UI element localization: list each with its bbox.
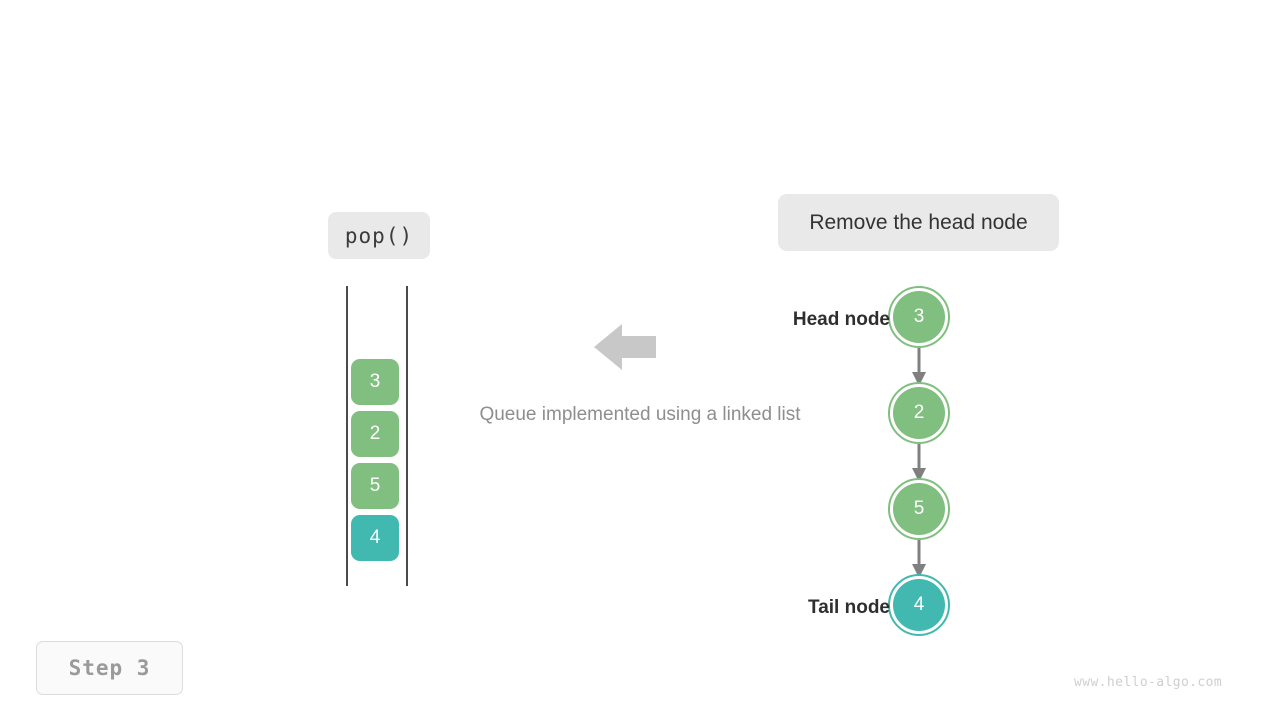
operation-badge: pop() bbox=[328, 212, 430, 259]
list-node-value: 2 bbox=[913, 402, 925, 423]
queue-cell-value: 5 bbox=[369, 475, 381, 496]
queue-cell-value: 2 bbox=[369, 423, 381, 444]
queue-cell: 3 bbox=[351, 359, 399, 405]
queue-rail-left bbox=[346, 286, 348, 586]
watermark: www.hello-algo.com bbox=[1074, 675, 1223, 690]
queue-cell: 4 bbox=[351, 515, 399, 561]
action-caption: Remove the head node bbox=[778, 194, 1059, 251]
queue-cell: 2 bbox=[351, 411, 399, 457]
step-badge: Step 3 bbox=[36, 641, 183, 695]
arrow-down-icon bbox=[904, 444, 934, 484]
queue-cell-value: 3 bbox=[369, 371, 381, 392]
queue-container: 3 2 5 4 bbox=[344, 286, 410, 586]
list-node: 5 bbox=[893, 483, 945, 535]
queue-cell-list: 3 2 5 4 bbox=[351, 359, 403, 567]
queue-cell-value: 4 bbox=[369, 527, 381, 548]
list-node-value: 3 bbox=[913, 306, 925, 327]
queue-rail-right bbox=[406, 286, 408, 586]
tail-node-label: Tail node bbox=[808, 597, 890, 618]
queue-cell: 5 bbox=[351, 463, 399, 509]
arrow-down-icon bbox=[904, 348, 934, 388]
list-node: 4 bbox=[893, 579, 945, 631]
list-node: 2 bbox=[893, 387, 945, 439]
list-node-value: 4 bbox=[913, 594, 925, 615]
diagram-subtitle: Queue implemented using a linked list bbox=[479, 404, 801, 425]
list-node: 3 bbox=[893, 291, 945, 343]
list-node-value: 5 bbox=[913, 498, 925, 519]
head-node-label: Head node bbox=[792, 309, 890, 330]
arrow-down-icon bbox=[904, 540, 934, 580]
arrow-left-icon bbox=[594, 322, 656, 372]
